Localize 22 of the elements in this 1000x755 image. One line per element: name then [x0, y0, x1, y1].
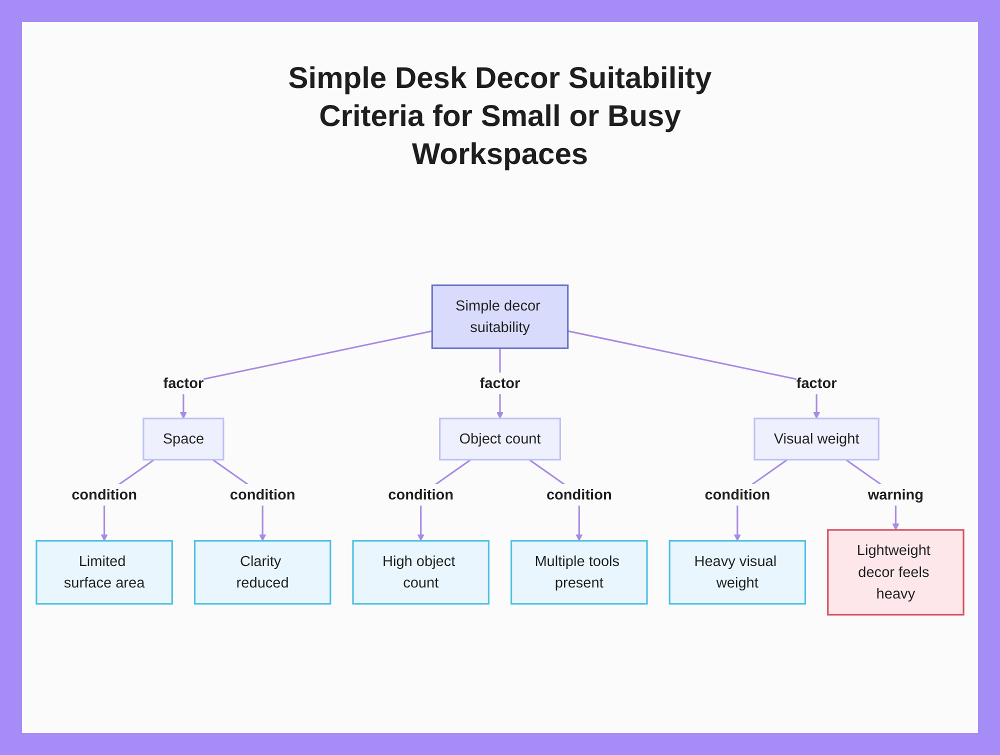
edge-label: condition	[230, 486, 296, 502]
edge-label: condition	[704, 486, 770, 502]
node-box: Clarity reduced	[194, 540, 332, 605]
diagram-title: Simple Desk Decor Suitability Criteria for Small or Busy Workspaces	[287, 61, 713, 173]
edge-label: factor	[796, 374, 837, 392]
edge-label: factor	[163, 374, 204, 392]
node-box: Heavy visual weight	[668, 540, 806, 605]
node-box: Simple decor suitability	[431, 284, 569, 350]
node-box: Object count	[439, 418, 561, 460]
arrow	[568, 330, 820, 419]
edge-label: factor	[480, 374, 520, 392]
edge-label: condition	[546, 486, 612, 502]
node-box: Lightweight decor feels heavy	[827, 529, 964, 616]
edge-label: condition	[388, 486, 454, 502]
node-box: Multiple tools present	[510, 540, 648, 605]
node-box: Limited surface area	[36, 540, 173, 605]
node-box: Visual weight	[754, 418, 880, 460]
edge-label: warning	[868, 486, 924, 502]
edge-label: condition	[72, 486, 137, 502]
node-box: Space	[142, 418, 224, 460]
node-box: High object count	[352, 540, 490, 605]
arrow	[180, 330, 432, 419]
